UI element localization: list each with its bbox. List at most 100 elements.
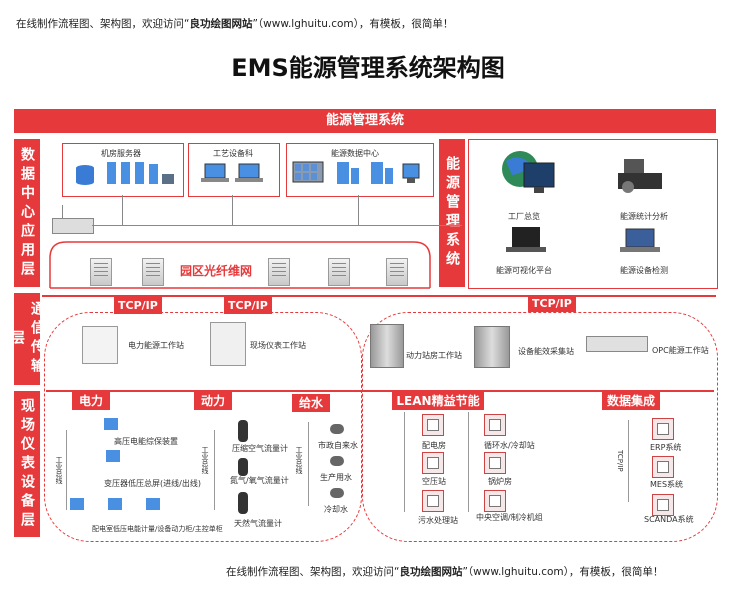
fiber-node-1 — [90, 258, 112, 286]
power-item-3-icon-c — [146, 498, 160, 510]
app-energy-visualization[interactable]: 能源可视化平台 — [496, 266, 552, 275]
dynamic-bus — [214, 430, 215, 510]
tag-dynamic: 动力 — [194, 392, 232, 410]
bottom-banner: 在线制作流程图、架构图，欢迎访问“良功绘图网站”（www.lghuitu.com… — [226, 564, 663, 579]
station-efficiency-collector[interactable]: 设备能效采集站 — [518, 347, 574, 356]
tag-power: 电力 — [72, 392, 110, 410]
station-efficiency-cabinet — [474, 326, 510, 368]
lean-left-1: 配电房 — [422, 441, 446, 450]
water-item-1: 市政自来水 — [318, 441, 358, 450]
banner-brand[interactable]: 良功绘图网站 — [189, 18, 253, 30]
dc-link-2 — [232, 195, 233, 225]
fiber-node-4 — [328, 258, 350, 286]
dynamic-item-2-icon — [238, 458, 248, 476]
data-item-1: ERP系统 — [650, 443, 682, 452]
bottom-banner-brand[interactable]: 良功绘图网站 — [399, 566, 463, 578]
lean-left-3: 污水处理站 — [418, 516, 458, 525]
field-area-left — [44, 312, 362, 542]
station-power[interactable]: 电力能源工作站 — [128, 341, 184, 350]
station-field-instruments[interactable]: 现场仪表工作站 — [250, 341, 306, 350]
group-energy-data-center-label: 能源数据中心 — [331, 149, 379, 158]
water-bus — [308, 422, 309, 506]
ems-apps-frame — [468, 139, 718, 289]
bottom-banner-suffix: ”（www.lghuitu.com），有模板，很简单！ — [462, 566, 664, 578]
group-server-room-label: 机房服务器 — [101, 149, 141, 158]
station-power-house-cabinet — [370, 324, 404, 368]
bottom-banner-prefix: 在线制作流程图、架构图，欢迎访问“ — [226, 566, 400, 578]
dc-link-3 — [358, 195, 359, 225]
group-server-room: 机房服务器 — [62, 143, 184, 197]
ems-app-icons — [502, 151, 662, 252]
water-item-2-icon — [330, 456, 344, 466]
dc-bus-line — [92, 225, 462, 226]
station-power-cabinet — [82, 326, 118, 364]
app-equipment-monitoring[interactable]: 能源设备检测 — [620, 266, 668, 275]
water-item-1-icon — [330, 424, 344, 434]
dynamic-item-2: 氮气/氧气流量计 — [230, 476, 289, 485]
app-energy-stats[interactable]: 能源统计分析 — [620, 212, 668, 221]
power-bus — [66, 430, 67, 510]
data-item-3-icon — [652, 494, 674, 516]
water-item-3-icon — [330, 488, 344, 498]
comm-backbone-line — [42, 295, 716, 297]
dynamic-item-3-icon — [238, 492, 248, 514]
lean-right-3: 中央空调/制冷机组 — [476, 513, 543, 522]
power-item-3: 配电室低压电能计量/设备动力柜/主控单柜 — [92, 525, 223, 533]
lean-right-3-meter — [484, 490, 506, 512]
data-item-1-icon — [652, 418, 674, 440]
tag-water: 给水 — [292, 394, 330, 412]
fiber-ring — [49, 241, 431, 289]
dynamic-item-1-icon — [238, 420, 248, 442]
server-icons — [76, 162, 174, 185]
banner-suffix: ”（www.lghuitu.com），有模板，很简单！ — [252, 18, 454, 30]
field-area-right — [362, 312, 718, 542]
page-title: EMS能源管理系统架构图 — [231, 54, 505, 82]
data-item-2: MES系统 — [650, 480, 684, 489]
fiber-node-5 — [386, 258, 408, 286]
group-process-dept: 工艺设备科 — [188, 143, 280, 197]
water-bus-label: 工业总线 — [295, 446, 303, 474]
data-bus-label: TCP/IP — [616, 450, 624, 472]
lean-right-1-meter — [484, 414, 506, 436]
station-opc-switch — [586, 336, 648, 352]
station-power-house[interactable]: 动力站房工作站 — [406, 351, 462, 360]
group-process-dept-label: 工艺设备科 — [213, 149, 253, 158]
router-icon — [52, 218, 94, 234]
dynamic-item-1: 压缩空气流量计 — [232, 444, 288, 453]
dynamic-bus-label: 工业总线 — [201, 446, 209, 474]
station-opc[interactable]: OPC能源工作站 — [652, 346, 709, 355]
power-item-1-icon — [104, 418, 118, 430]
tcp-label-3: TCP/IP — [528, 295, 576, 312]
router-antenna — [62, 205, 63, 218]
tag-data-integration: 数据集成 — [602, 392, 660, 410]
power-item-1: 高压电能综保装置 — [114, 437, 178, 446]
top-banner: 在线制作流程图、架构图，欢迎访问“良功绘图网站”（www.lghuitu.com… — [16, 16, 453, 31]
side-label-comm: 通信传输层 — [9, 293, 45, 385]
data-item-3: SCANDA系统 — [644, 515, 694, 524]
side-label-field: 现场仪表设备层 — [14, 391, 40, 537]
station-field-cabinet — [210, 322, 246, 366]
lean-right-2-meter — [484, 452, 506, 474]
data-center-icons — [292, 161, 420, 184]
app-factory-overview[interactable]: 工厂总览 — [508, 212, 540, 221]
lean-bus-left — [404, 412, 405, 512]
tag-lean: LEAN精益节能 — [392, 392, 484, 410]
dynamic-item-3: 天然气流量计 — [234, 519, 282, 528]
fiber-node-3 — [268, 258, 290, 286]
data-bus — [628, 420, 629, 502]
lean-left-2: 空压站 — [422, 477, 446, 486]
power-item-3-icon-a — [70, 498, 84, 510]
top-bar-ems: 能源管理系统 — [14, 109, 716, 133]
lean-left-3-meter — [422, 490, 444, 512]
banner-prefix: 在线制作流程图、架构图，欢迎访问“ — [16, 18, 190, 30]
fiber-node-2 — [142, 258, 164, 286]
lean-left-2-meter — [422, 452, 444, 474]
field-category-line — [46, 390, 714, 392]
water-item-2: 生产用水 — [320, 473, 352, 482]
lean-right-1: 循环水/冷却站 — [484, 441, 535, 450]
power-item-2-icon — [106, 450, 120, 462]
tcp-label-1: TCP/IP — [114, 297, 162, 314]
lean-right-2: 锅炉房 — [488, 477, 512, 486]
power-item-2: 变压器低压总屏(进线/出线) — [104, 479, 201, 488]
data-item-2-icon — [652, 456, 674, 478]
